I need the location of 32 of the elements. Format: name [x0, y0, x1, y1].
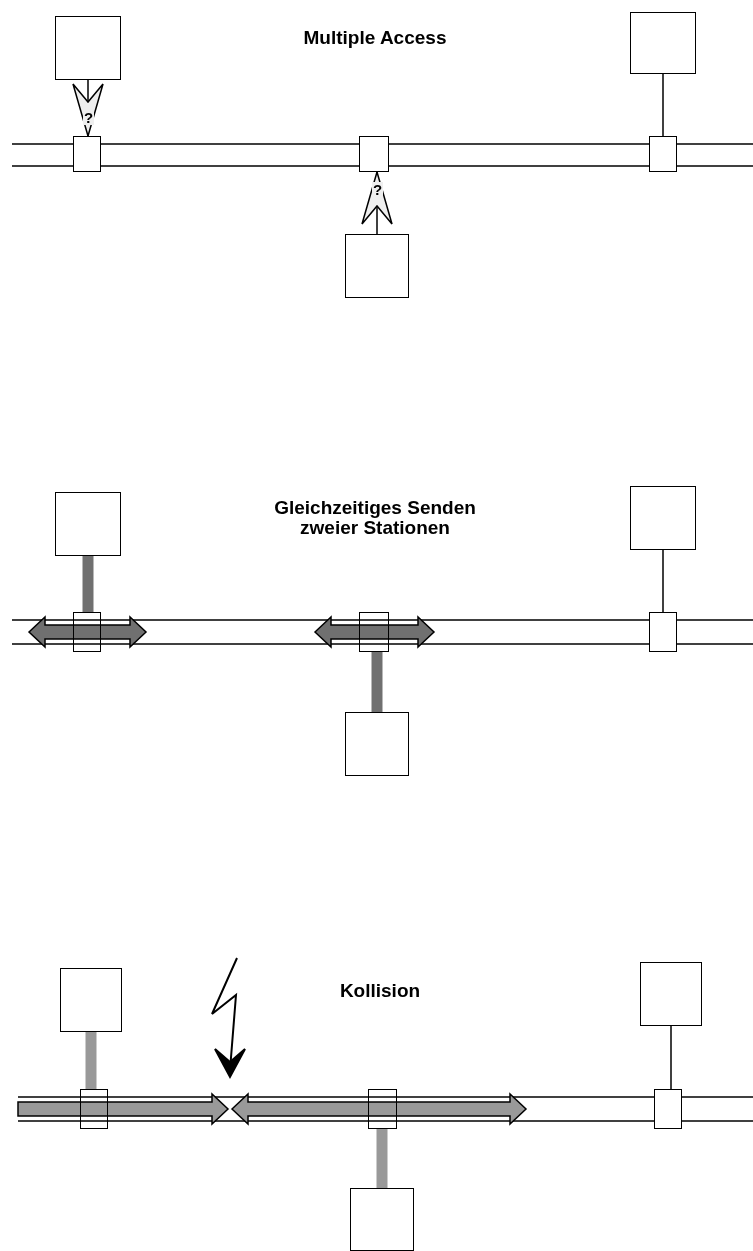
bus-tap — [654, 1089, 682, 1129]
station-box — [630, 12, 696, 74]
panel-heading: Gleichzeitiges Senden zweier Stationen — [273, 498, 477, 538]
connector — [670, 1025, 672, 1090]
bus-tap — [649, 612, 677, 652]
signal-bar — [82, 556, 94, 612]
station-box — [630, 486, 696, 550]
station-box — [640, 962, 702, 1026]
station-box — [350, 1188, 414, 1251]
bus-tap — [649, 136, 677, 172]
bus-tap — [368, 1089, 397, 1129]
station-box — [345, 234, 409, 298]
connector — [662, 549, 664, 613]
signal-bar — [371, 652, 383, 712]
connector — [662, 73, 664, 137]
signal-bar — [85, 1032, 97, 1089]
bus-tap — [73, 136, 101, 172]
station-box — [60, 968, 122, 1032]
bus-tap — [73, 612, 101, 652]
edge-label: ? — [83, 110, 95, 125]
bus-tap — [80, 1089, 108, 1129]
panel-heading: Multiple Access — [302, 28, 448, 48]
arrow — [361, 171, 393, 235]
edge-label: ? — [372, 182, 384, 197]
station-box — [55, 492, 121, 556]
panel-heading: Kollision — [338, 981, 422, 1001]
bus-tap — [359, 136, 389, 172]
bus-tap — [359, 612, 389, 652]
station-box — [345, 712, 409, 776]
arrow — [72, 79, 104, 137]
signal-bar — [376, 1129, 388, 1188]
station-box — [55, 16, 121, 80]
